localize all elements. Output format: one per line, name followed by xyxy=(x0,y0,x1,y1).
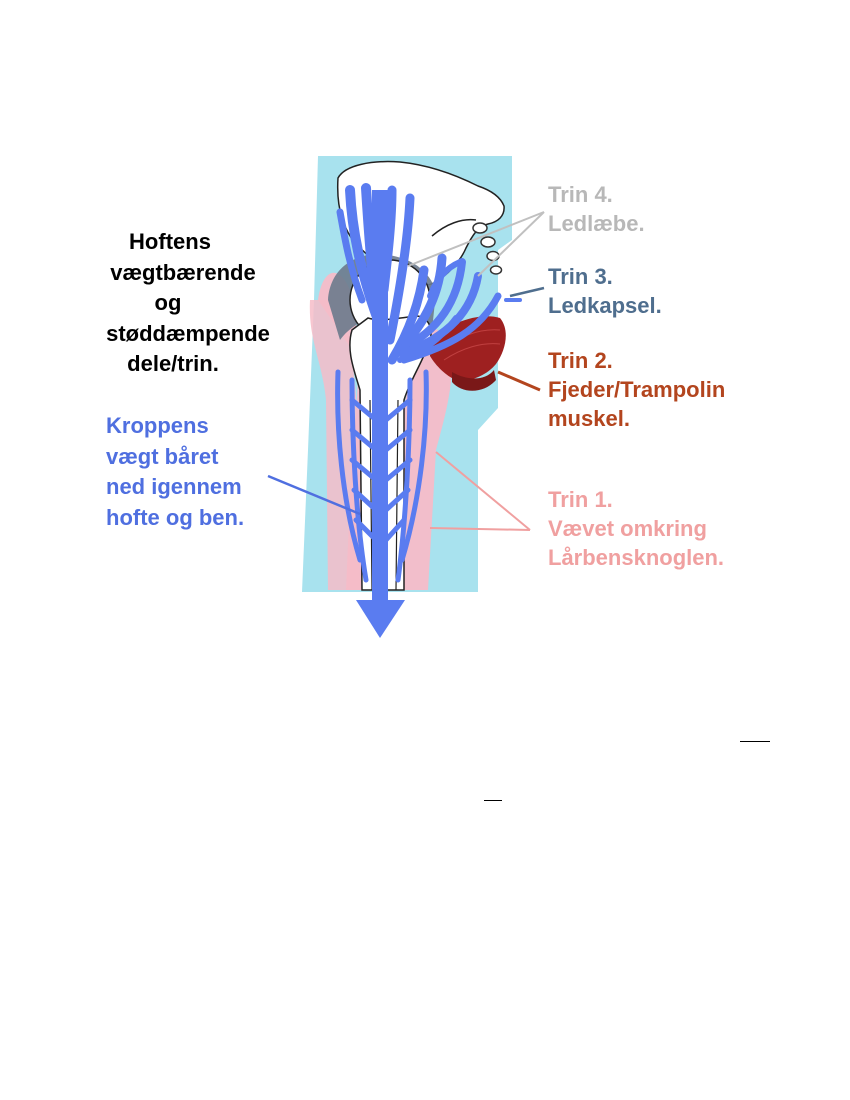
body-weight-line-1: Kroppens xyxy=(106,413,209,438)
weight-arrow xyxy=(336,183,522,365)
title-line-5: dele/trin. xyxy=(127,351,219,376)
separator-line-1 xyxy=(740,741,770,742)
title-line-3: og xyxy=(154,290,182,315)
sacral-holes xyxy=(472,222,503,275)
title-line-4: støddæmpende xyxy=(106,320,270,346)
arrow-head xyxy=(356,600,405,638)
step-2-heading: Trin 2. xyxy=(548,348,613,373)
title-line-2: vægtbærende xyxy=(110,259,256,285)
step-1-label: Trin 1. Vævet omkring Lårbensknoglen. xyxy=(548,485,724,572)
step-2-label: Trin 2. Fjeder/Trampolin muskel. xyxy=(548,346,725,433)
body-weight-label: Kroppens vægt båret ned igennem hofte og… xyxy=(106,411,244,533)
femur-branches xyxy=(335,369,429,583)
step-1-heading: Trin 1. xyxy=(548,487,613,512)
step-3-text: Ledkapsel. xyxy=(548,293,662,318)
step-1-text: Vævet omkring xyxy=(548,516,707,541)
callout-step1-b xyxy=(429,527,531,531)
callout-step2 xyxy=(497,370,541,392)
step-3-heading: Trin 3. xyxy=(548,264,613,289)
body-weight-line-2: vægt båret xyxy=(106,443,219,469)
callout-step1-a xyxy=(435,451,531,531)
callout-step4-a xyxy=(407,211,545,267)
step-2-text: Fjeder/Trampolin xyxy=(548,377,726,402)
step-4-label: Trin 4. Ledlæbe. xyxy=(548,180,645,238)
diagram-title: Hoftens vægtbærende og støddæmpende dele… xyxy=(78,227,288,380)
callout-step3 xyxy=(509,286,545,298)
step-1-text-2: Lårbensknoglen. xyxy=(548,545,725,570)
step-3-label: Trin 3. Ledkapsel. xyxy=(548,262,662,320)
pelvis-rim xyxy=(431,218,477,237)
step-4-text: Ledlæbe. xyxy=(548,211,645,236)
separator-line-2 xyxy=(484,800,502,801)
callout-step4-b xyxy=(477,211,545,277)
body-weight-line-4: hofte og ben. xyxy=(106,504,245,530)
muscle-lower xyxy=(452,370,496,391)
femur-shaft-inner xyxy=(369,399,399,591)
body-weight-line-3: ned igennem xyxy=(106,474,242,499)
callout-lines xyxy=(267,211,545,531)
callout-body xyxy=(267,474,361,516)
title-line-1: Hoftens xyxy=(129,229,211,254)
arrow-shaft xyxy=(372,190,388,602)
step-2-text-2: muskel. xyxy=(548,406,630,431)
step-4-heading: Trin 4. xyxy=(548,182,613,207)
